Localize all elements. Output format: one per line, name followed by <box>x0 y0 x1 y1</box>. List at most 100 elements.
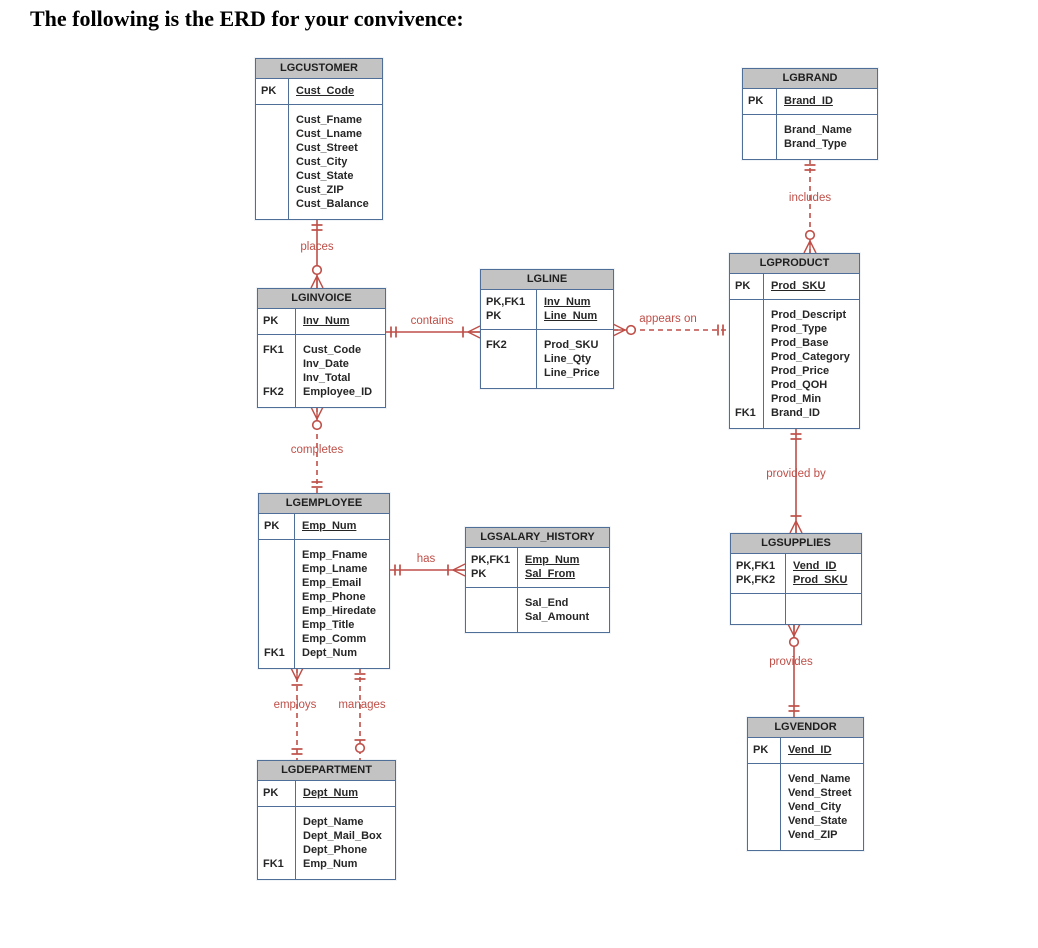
key-column: PK <box>730 274 764 299</box>
attribute-name: Brand_ID <box>771 407 820 419</box>
key-label <box>486 352 536 366</box>
attribute-column: Brand_ID <box>777 89 877 114</box>
entity-title: LGEMPLOYEE <box>259 494 389 514</box>
key-label <box>261 197 288 211</box>
key-label <box>753 814 780 828</box>
key-label <box>748 137 776 151</box>
cardinality-one-or-many-symbol <box>462 325 481 339</box>
cardinality-one-and-only-one-symbol <box>354 673 366 680</box>
attribute-name: Emp_Comm <box>302 633 367 645</box>
key-label <box>264 632 294 646</box>
key-column <box>748 764 781 850</box>
key-label <box>753 772 780 786</box>
key-column <box>731 594 786 624</box>
attribute-name: Vend_Street <box>788 787 852 799</box>
key-label <box>264 562 294 576</box>
relationship-label-contains: contains <box>411 315 454 327</box>
cardinality-one-or-many-symbol <box>447 563 466 577</box>
key-label: FK1 <box>735 407 756 419</box>
entity-title: LGPRODUCT <box>730 254 859 274</box>
attribute-column: Prod_SKU <box>764 274 859 299</box>
key-label <box>735 322 763 336</box>
key-label <box>735 364 763 378</box>
attribute-name: Line_Price <box>544 367 600 379</box>
key-label <box>753 786 780 800</box>
key-label <box>471 610 517 624</box>
key-label <box>263 815 295 829</box>
attribute-name: Cust_Code <box>303 344 362 356</box>
entity-section: PK Brand_ID <box>743 89 877 115</box>
key-column <box>256 105 289 219</box>
key-label: FK1 <box>263 858 284 870</box>
attribute-name: Emp_Num <box>303 858 358 870</box>
key-label: PK <box>264 520 280 532</box>
key-label <box>735 308 763 322</box>
attribute-name: Prod_Price <box>771 365 830 377</box>
attribute-name: Emp_Title <box>302 619 355 631</box>
cardinality-zero-or-many-symbol <box>787 623 801 648</box>
key-column <box>466 588 518 632</box>
attribute-name: Brand_ID <box>784 95 833 107</box>
attribute-name: Vend_ID <box>793 560 837 572</box>
cardinality-one-and-only-one-symbol <box>394 564 401 576</box>
attribute-name: Employee_ID <box>303 386 373 398</box>
attribute-name: Dept_Num <box>303 787 359 799</box>
attribute-name: Cust_City <box>296 156 348 168</box>
attribute-name: Inv_Date <box>303 358 349 370</box>
cardinality-one-or-many-symbol <box>290 667 304 686</box>
attribute-name: Emp_Phone <box>302 591 366 603</box>
key-column: FK1 FK2 <box>258 335 296 407</box>
cardinality-one-and-only-one-symbol <box>390 326 397 338</box>
relationship-label-has: has <box>417 553 436 565</box>
attribute-name: Inv_Total <box>303 372 351 384</box>
key-label <box>748 123 776 137</box>
attribute-name: Line_Qty <box>544 353 592 365</box>
cardinality-one-and-only-one-symbol <box>311 224 323 231</box>
key-label: PK <box>263 787 279 799</box>
key-label: FK2 <box>486 339 507 351</box>
attribute-name: Cust_State <box>296 170 354 182</box>
attribute-name: Emp_Email <box>302 577 362 589</box>
key-label <box>261 113 288 127</box>
attribute-name <box>793 602 861 616</box>
cardinality-one-and-only-one-symbol <box>804 164 816 171</box>
key-label <box>753 800 780 814</box>
key-label: FK2 <box>263 386 284 398</box>
relationship-label-appears-on: appears on <box>639 313 697 325</box>
key-column: PK <box>258 309 296 334</box>
attribute-name: Prod_Category <box>771 351 850 363</box>
attribute-name: Brand_Type <box>784 138 847 150</box>
attribute-name: Prod_SKU <box>544 339 599 351</box>
attribute-name: Emp_Num <box>525 554 580 566</box>
key-column: PK <box>743 89 777 114</box>
key-label <box>264 576 294 590</box>
key-column: PK <box>748 738 781 763</box>
attribute-name: Vend_State <box>788 815 848 827</box>
attribute-name: Emp_Lname <box>302 563 368 575</box>
attribute-name: Cust_ZIP <box>296 184 344 196</box>
key-label <box>261 155 288 169</box>
attribute-name: Emp_Fname <box>302 549 368 561</box>
attribute-name: Cust_Fname <box>296 114 363 126</box>
attribute-name: Emp_Hiredate <box>302 605 376 617</box>
key-label: PK,FK1 <box>486 296 526 308</box>
